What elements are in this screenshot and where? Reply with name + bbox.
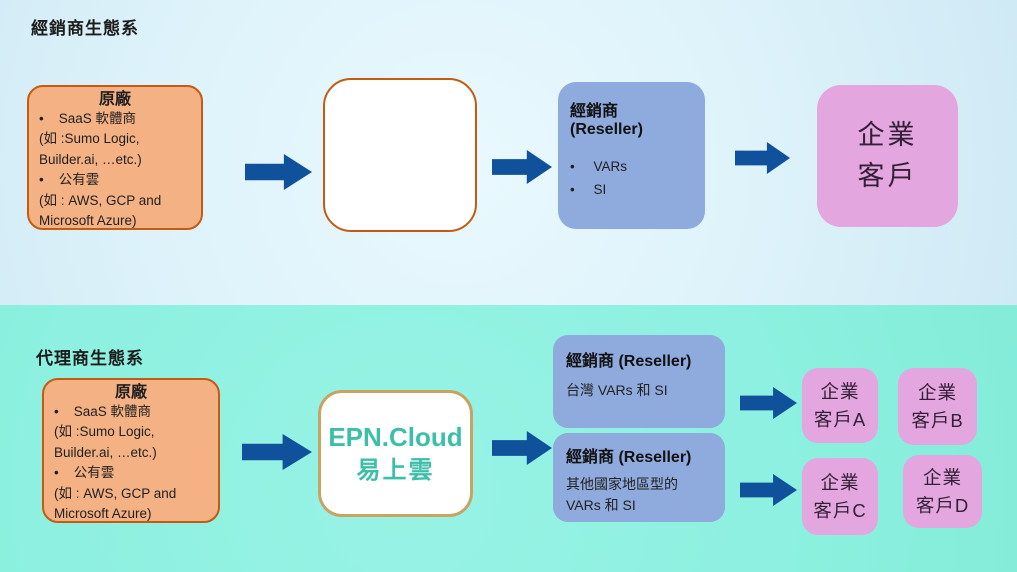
reseller-body: 其他國家地區型的 VARs 和 SI	[566, 476, 678, 513]
customer-label-line: 客戶	[857, 161, 918, 191]
enterprise-customer-d-box: 企業 客戶D	[903, 455, 982, 528]
reseller-box-other-regions: 經銷商 (Reseller) 其他國家地區型的 VARs 和 SI	[553, 433, 725, 522]
reseller-ecosystem-section: 經銷商生態系 原廠 • SaaS 軟體商 (如 :Sumo Logic, Bui…	[0, 0, 1017, 305]
customer-label-line: 企業	[922, 466, 962, 488]
enterprise-customer-b-box: 企業 客戶B	[898, 368, 977, 445]
reseller-box-top: 經銷商 (Reseller) • VARs • SI	[558, 82, 705, 229]
empty-placeholder-box	[323, 78, 477, 232]
arrow-right-icon	[245, 154, 312, 190]
enterprise-customer-c-box: 企業 客戶C	[802, 458, 878, 535]
vendor-line: (如 : AWS, GCP and	[54, 485, 177, 501]
vendor-line: (如 :Sumo Logic,	[54, 424, 155, 440]
reseller-title: 經銷商 (Reseller)	[566, 449, 692, 466]
vendor-line: (如 :Sumo Logic,	[39, 131, 140, 147]
customer-label-line: 客戶A	[813, 408, 867, 430]
enterprise-customer-box: 企業 客戶	[817, 85, 958, 227]
vendor-line: • SaaS 軟體商	[39, 111, 137, 126]
vendor-line: Builder.ai, …etc.)	[39, 151, 142, 167]
arrow-right-icon	[492, 150, 552, 184]
enterprise-customer-a-box: 企業 客戶A	[802, 368, 878, 443]
vendor-line: • SaaS 軟體商	[54, 404, 152, 419]
epn-cloud-name: EPN.Cloud	[328, 421, 463, 452]
reseller-title: 經銷商 (Reseller)	[570, 103, 643, 138]
vendor-box-bottom: 原廠 • SaaS 軟體商 (如 :Sumo Logic, Builder.ai…	[42, 378, 220, 523]
arrow-right-icon	[492, 431, 552, 465]
vendor-line: (如 : AWS, GCP and	[39, 192, 162, 208]
vendor-line: • 公有雲	[54, 465, 115, 481]
reseller-bullet: • VARs	[570, 159, 627, 174]
customer-label-line: 企業	[820, 471, 860, 493]
reseller-title: 經銷商 (Reseller)	[566, 353, 692, 370]
customer-label-line: 客戶D	[915, 494, 970, 516]
arrow-right-icon	[242, 434, 312, 470]
vendor-line: • 公有雲	[39, 172, 100, 188]
customer-label-line: 企業	[820, 380, 860, 402]
vendor-heading: 原廠	[98, 91, 131, 108]
vendor-line: Microsoft Azure)	[54, 506, 152, 522]
reseller-bullet: • SI	[570, 182, 607, 197]
customer-label-line: 客戶C	[813, 499, 867, 521]
vendor-box-top: 原廠 • SaaS 軟體商 (如 :Sumo Logic, Builder.ai…	[27, 85, 203, 230]
vendor-line: Builder.ai, …etc.)	[54, 444, 157, 460]
vendor-heading: 原廠	[114, 384, 147, 401]
customer-label-line: 企業	[857, 120, 918, 150]
customer-label-line: 客戶B	[911, 409, 964, 431]
epn-cloud-box: EPN.Cloud 易上雲	[318, 390, 473, 517]
customer-label-line: 企業	[917, 381, 957, 403]
epn-cloud-cjk-name: 易上雲	[356, 456, 435, 484]
arrow-right-icon	[740, 387, 797, 419]
arrow-right-icon	[735, 142, 790, 174]
vendor-line: Microsoft Azure)	[39, 213, 137, 229]
arrow-right-icon	[740, 474, 797, 506]
reseller-ecosystem-title: 經銷商生態系	[31, 19, 139, 38]
reseller-body: 台灣 VARs 和 SI	[566, 382, 668, 398]
distributor-ecosystem-section: 代理商生態系 原廠 • SaaS 軟體商 (如 :Sumo Logic, Bui…	[0, 305, 1017, 572]
reseller-box-taiwan: 經銷商 (Reseller) 台灣 VARs 和 SI	[553, 335, 725, 428]
distributor-ecosystem-title: 代理商生態系	[36, 349, 144, 368]
